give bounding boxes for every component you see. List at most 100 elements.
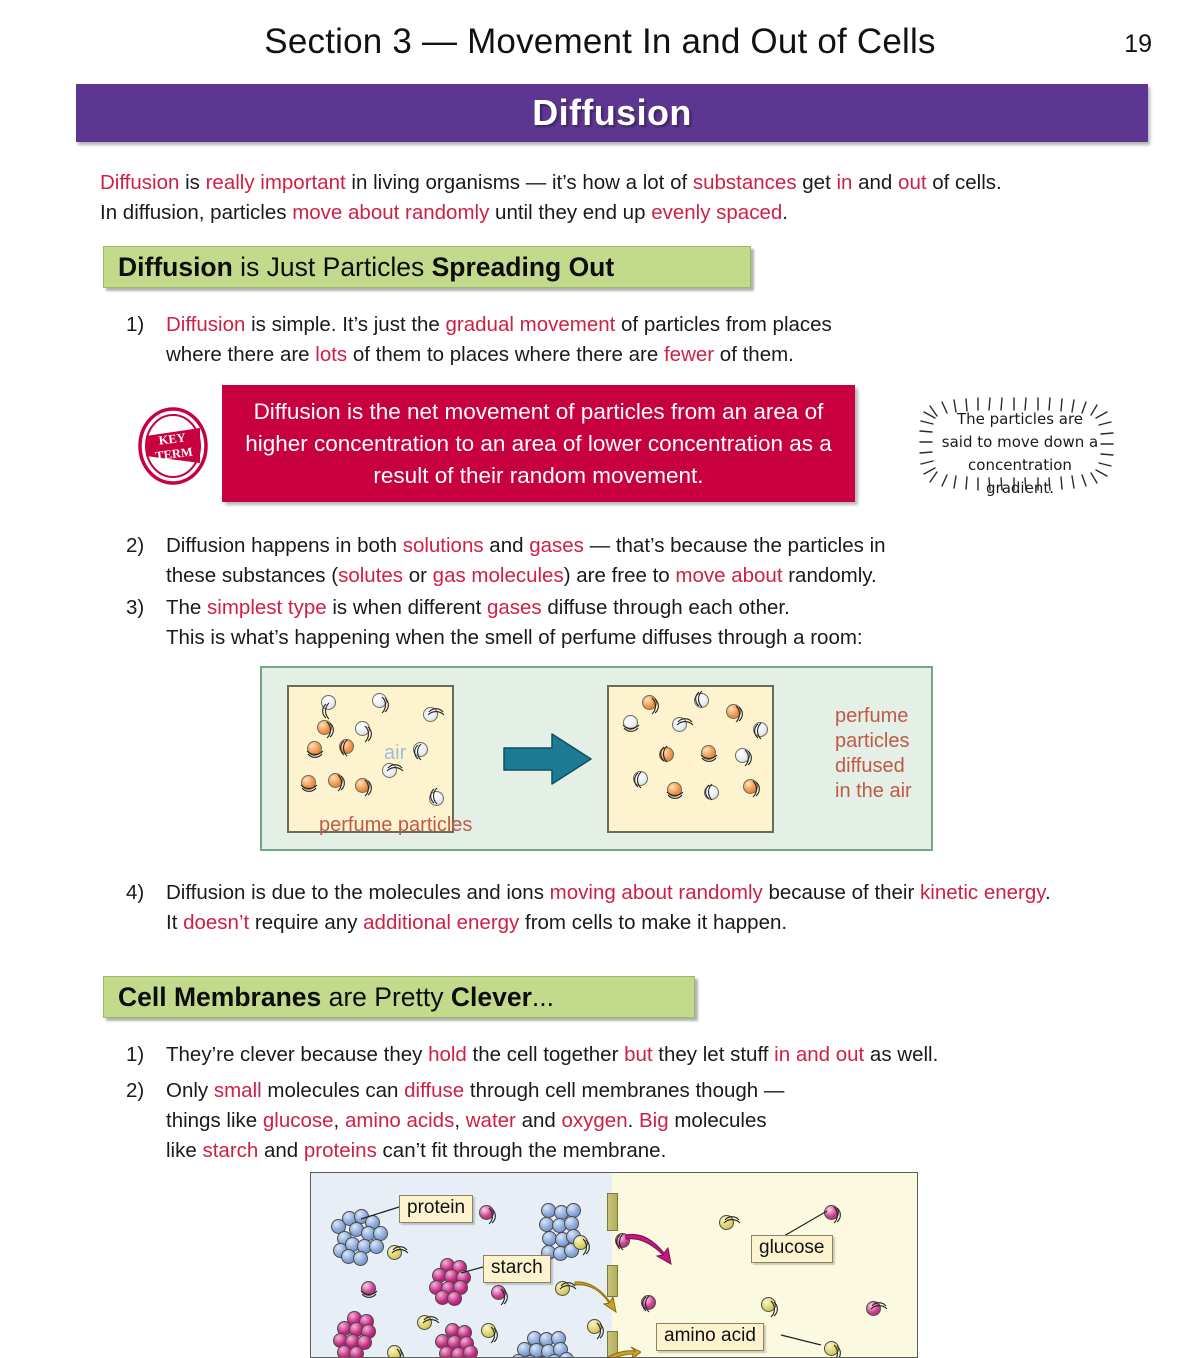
glucose-molecule xyxy=(573,1235,590,1256)
list-text: starch xyxy=(202,1139,259,1162)
list-text: things like xyxy=(166,1109,263,1132)
motion-lines-icon xyxy=(300,784,318,792)
diffusion-across-arrow-gold-icon xyxy=(574,1281,617,1314)
amino-acid-molecule xyxy=(866,1301,888,1317)
list-number: 2) xyxy=(126,1079,145,1102)
amino-acid-molecule xyxy=(360,1281,378,1298)
perfume-particle xyxy=(743,779,760,798)
intro-text: and xyxy=(852,171,899,194)
list-text: , xyxy=(454,1109,466,1132)
list-text: oxygen xyxy=(561,1109,628,1132)
glucose-molecule xyxy=(719,1215,741,1231)
list-text: the cell together xyxy=(466,1043,625,1066)
list-text: and xyxy=(515,1109,562,1132)
motion-lines-icon xyxy=(430,787,438,805)
key-term-badge: KEY TERM xyxy=(137,406,209,486)
list-number: 1) xyxy=(126,1043,145,1066)
starch-clump xyxy=(433,1323,479,1357)
intro-text: . xyxy=(782,201,788,224)
perfume-particle xyxy=(642,695,659,715)
amino-acid-molecule xyxy=(491,1285,508,1306)
membrane-segment xyxy=(607,1331,618,1357)
list-text: additional energy xyxy=(363,911,520,934)
list-text: The xyxy=(166,596,208,619)
list-text: , xyxy=(333,1109,345,1132)
air-particle xyxy=(694,690,710,709)
list-text: and xyxy=(258,1139,304,1162)
air-particle xyxy=(382,763,404,779)
motion-lines-icon xyxy=(833,1344,841,1357)
perfume-particle xyxy=(317,720,334,739)
key-term-stamp-icon: KEY TERM xyxy=(138,407,208,485)
amino-acid-pointer-molecule xyxy=(824,1341,841,1357)
list-text: through cell membranes though — xyxy=(464,1079,785,1102)
list-text: Diffusion is due to the molecules and io… xyxy=(166,881,550,904)
perfume-particle xyxy=(726,704,743,723)
air-particle xyxy=(672,717,694,733)
list-text: solutions xyxy=(402,534,484,557)
intro-text: evenly spaced xyxy=(651,201,783,224)
key-term-badge-line2: TERM xyxy=(155,445,194,463)
motion-lines-icon xyxy=(723,1216,741,1224)
membrane-segment xyxy=(607,1265,618,1297)
perfume-diffusion-figure: air perfume particles xyxy=(260,666,933,851)
motion-lines-icon xyxy=(676,718,694,726)
air-particle xyxy=(423,707,445,723)
list-text: doesn’t xyxy=(183,911,250,934)
perfume-particle xyxy=(355,778,372,797)
motion-lines-icon xyxy=(582,1238,590,1256)
perfume-particle xyxy=(666,782,684,799)
topic-banner-label: Diffusion xyxy=(532,92,692,133)
intro-text: substances xyxy=(692,171,797,194)
label-line: diffused xyxy=(835,755,905,777)
air-particle xyxy=(735,748,752,767)
subhead-plain: are Pretty xyxy=(321,981,451,1012)
list-text: gases xyxy=(529,534,584,557)
motion-lines-icon xyxy=(322,702,330,720)
list-item: 2) Diffusion happens in both solutions a… xyxy=(126,531,1026,591)
perfume-after-box xyxy=(607,685,774,833)
starch-clump xyxy=(429,1258,471,1306)
list-text: water xyxy=(465,1109,516,1132)
starch-label: starch xyxy=(483,1255,551,1283)
intro-text: in living organisms — it’s how a lot of xyxy=(345,171,693,194)
subhead-tail: ... xyxy=(531,981,554,1012)
note-line: The particles are xyxy=(956,410,1084,428)
motion-lines-icon xyxy=(337,774,345,792)
perfume-particle xyxy=(300,775,318,792)
list-text: Diffusion happens in both xyxy=(166,534,403,557)
motion-lines-icon xyxy=(364,725,372,743)
motion-lines-icon xyxy=(616,1233,624,1251)
topic-banner: Diffusion xyxy=(76,84,1148,142)
motion-lines-icon xyxy=(422,1316,440,1324)
motion-lines-icon xyxy=(770,1300,778,1318)
motion-lines-icon xyxy=(870,1302,888,1310)
motion-lines-icon xyxy=(634,771,642,789)
motion-lines-icon xyxy=(488,1207,496,1225)
list-number: 4) xyxy=(126,881,145,904)
list-text: as well. xyxy=(864,1043,939,1066)
air-particle xyxy=(704,783,720,801)
list-text: glucose xyxy=(262,1109,334,1132)
page-number: 19 xyxy=(1124,30,1152,58)
glucose-molecule xyxy=(387,1345,404,1357)
subhead-bold: Spreading Out xyxy=(431,251,615,282)
air-particle xyxy=(372,693,389,714)
list-text: lots xyxy=(315,343,348,366)
protein-label: protein xyxy=(399,1195,474,1223)
list-text: they let stuff xyxy=(652,1043,775,1066)
amino-acid-molecule xyxy=(479,1205,496,1225)
page-title: Section 3 — Movement In and Out of Cells xyxy=(264,22,936,61)
intro-text: out xyxy=(898,171,927,194)
motion-lines-icon xyxy=(386,764,404,772)
list-number: 3) xyxy=(126,596,145,619)
subhead-bold: Diffusion xyxy=(118,251,233,282)
diffusion-arrow-icon xyxy=(503,733,592,785)
motion-lines-icon xyxy=(666,791,684,799)
list-item: 1) Diffusion is simple. It’s just the gr… xyxy=(126,310,1026,370)
motion-lines-icon xyxy=(642,1295,650,1313)
subhead-plain: is Just Particles xyxy=(232,251,432,282)
motion-lines-icon xyxy=(695,690,703,708)
subhead-bold: Clever xyxy=(450,981,532,1012)
list-text: This is what’s happening when the smell … xyxy=(166,626,863,649)
